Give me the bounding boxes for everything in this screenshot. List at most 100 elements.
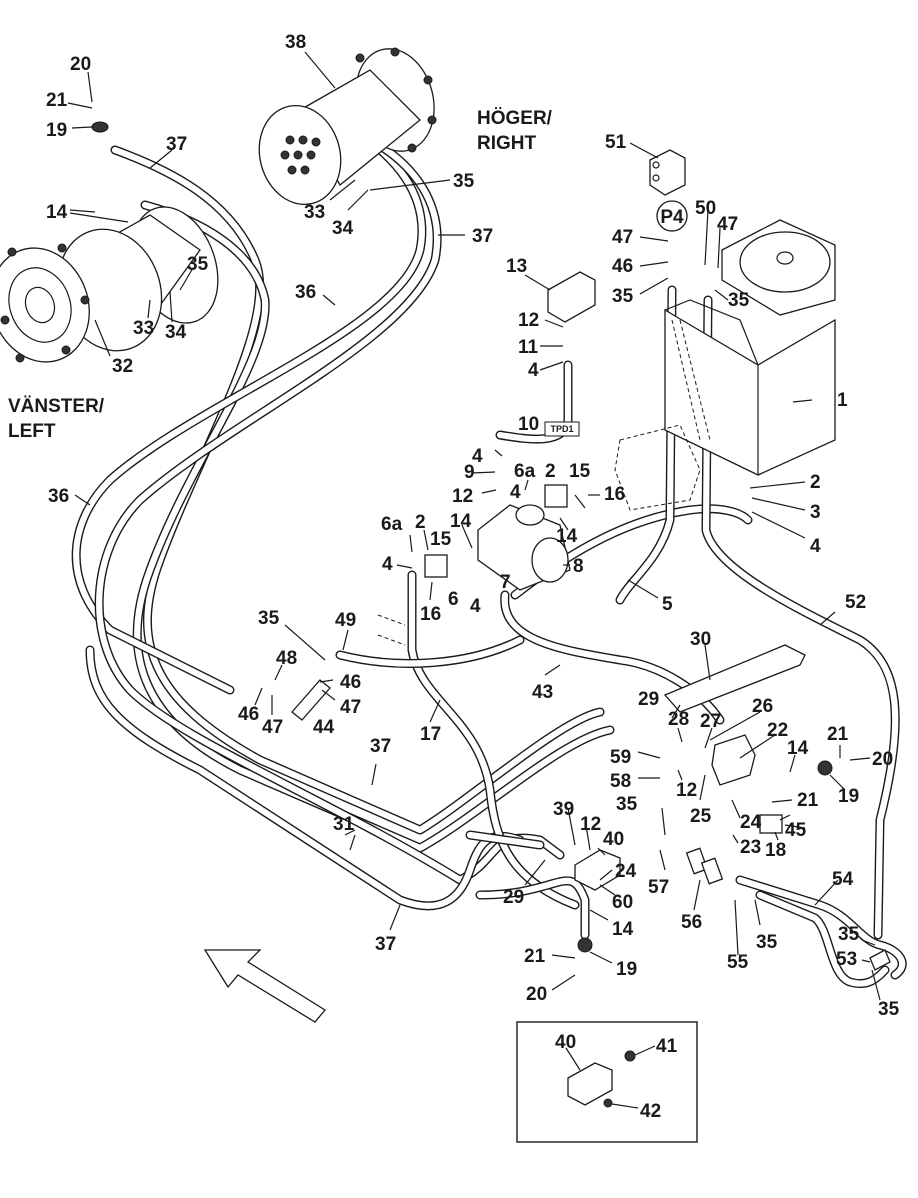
callout: 19: [46, 120, 67, 141]
left-side-label-line2: LEFT: [8, 421, 56, 442]
callout: 45: [785, 820, 807, 841]
callout: 42: [640, 1101, 661, 1122]
callout: 47: [717, 214, 738, 235]
hose-52: [701, 295, 900, 940]
callout: 34: [332, 218, 354, 239]
callout: 37: [370, 736, 391, 757]
callout: 39: [553, 799, 574, 820]
callout: 12: [518, 310, 539, 331]
pressure-port-p4: P4: [656, 200, 688, 232]
callout: 12: [452, 486, 473, 507]
callout: 57: [648, 877, 669, 898]
hose-37-lower: [85, 645, 525, 911]
callout: 14: [787, 738, 809, 759]
right-side-label-line2: RIGHT: [477, 133, 537, 154]
callout: 35: [453, 171, 475, 192]
callout: 21: [797, 790, 819, 811]
test-point-tag: TPD1: [544, 421, 580, 437]
callout: 55: [727, 952, 749, 973]
valve-block-13: [547, 271, 596, 323]
right-travel-motor: [258, 47, 437, 206]
hose-37-upper: [110, 145, 605, 835]
filter-housing: [721, 219, 836, 316]
hose-10: [495, 360, 573, 444]
callout: 31: [333, 814, 355, 835]
flange-19-lower: [577, 937, 593, 953]
callout: 6: [448, 589, 459, 610]
callout: 20: [872, 749, 893, 770]
callout-labels: 20 21 19 37 14 35 33 34 32 38 35 33 34 3…: [46, 32, 900, 1122]
callout: 35: [756, 932, 778, 953]
callout: 37: [375, 934, 396, 955]
callout: 35: [258, 608, 280, 629]
callout: 4: [510, 482, 521, 503]
callout: 2: [415, 512, 426, 533]
control-valve-outline: [614, 424, 701, 511]
plate-44: [291, 679, 331, 721]
callout: 38: [285, 32, 306, 53]
callout: 43: [532, 682, 553, 703]
callout: 8: [573, 556, 584, 577]
callout: 46: [340, 672, 361, 693]
hose-49: [335, 635, 525, 668]
plug-outline: [377, 614, 406, 646]
callout: 12: [580, 814, 601, 835]
callout: 32: [112, 356, 133, 377]
callout: 35: [728, 290, 750, 311]
callout: 4: [528, 360, 539, 381]
callout: 20: [70, 54, 91, 75]
callout: 53: [836, 949, 857, 970]
callout: 2: [810, 472, 821, 493]
callout: 21: [524, 946, 546, 967]
callout: 6a: [381, 514, 403, 535]
flange-19-right: [817, 760, 833, 776]
callout: 26: [752, 696, 773, 717]
callout: 60: [612, 892, 633, 913]
right-side-label-line1: HÖGER/: [477, 108, 553, 129]
callout: 33: [133, 318, 154, 339]
callout: 33: [304, 202, 325, 223]
hydraulic-tank: [664, 299, 836, 476]
callout: 4: [810, 536, 821, 557]
hose-tank-feed: [615, 285, 677, 605]
inset-manifold-detail: [516, 1021, 698, 1143]
bracket-30: [663, 644, 806, 713]
callout: 4: [472, 446, 483, 467]
callout: 35: [187, 254, 209, 275]
callout: 37: [166, 134, 187, 155]
callout: 23: [740, 837, 761, 858]
coupling-56b: [700, 857, 724, 885]
callout: 27: [700, 711, 721, 732]
callout: 14: [46, 202, 68, 223]
manifold-40: [574, 849, 621, 891]
callout: 40: [603, 829, 624, 850]
leader-lines: [67, 51, 881, 1109]
callout: 14: [556, 526, 578, 547]
hose-37-right: [94, 125, 565, 885]
callout: 18: [765, 840, 786, 861]
valve-22: [711, 734, 756, 786]
solenoid-18: [759, 814, 783, 834]
hose-31: [132, 200, 615, 853]
callout: 25: [690, 806, 712, 827]
callout: 49: [335, 610, 356, 631]
callout: 1: [837, 390, 848, 411]
hose-54: [735, 875, 907, 988]
callout: 36: [48, 486, 69, 507]
hose-29: [465, 830, 590, 940]
callout: 29: [638, 689, 659, 710]
callout: 47: [262, 717, 283, 738]
callout: 44: [313, 717, 335, 738]
callout: 50: [695, 198, 716, 219]
callout: 22: [767, 720, 788, 741]
callout: 14: [612, 919, 634, 940]
callout: 12: [676, 780, 697, 801]
hose-17: [407, 570, 580, 910]
callout: 11: [518, 337, 539, 358]
callout: 46: [612, 256, 633, 277]
callout: 36: [295, 282, 316, 303]
callout: 35: [878, 999, 900, 1020]
callout: 47: [340, 697, 361, 718]
flange-19-top: [91, 121, 109, 133]
callout: 9: [464, 462, 475, 483]
